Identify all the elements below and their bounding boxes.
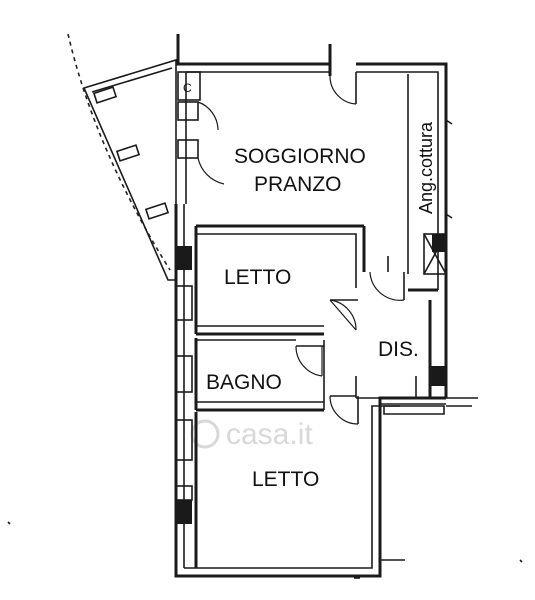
bedroom-top-label: LETTO [224, 266, 291, 289]
living-room-label-2: PRANZO [254, 173, 342, 196]
bedroom-bottom: LETTO [194, 412, 319, 568]
bedroom-bottom-door [329, 395, 359, 425]
watermark-text: casa.it [226, 418, 313, 451]
entrance-door [177, 101, 225, 185]
closet: C [177, 71, 201, 101]
bedroom-bottom-label: LETTO [252, 468, 319, 491]
windows-left [175, 246, 193, 524]
scan-marks [7, 521, 523, 579]
outer-walls [174, 34, 448, 578]
hallway-label: DIS. [378, 338, 419, 361]
upper-door [328, 44, 357, 105]
kitchen-appliance [423, 233, 447, 275]
hallway: DIS. [355, 300, 446, 399]
living-room-label-1: SOGGIORNO [234, 145, 366, 168]
bedroom-top-door [329, 299, 358, 331]
hallway-door [369, 256, 438, 301]
balcony-rail-right [383, 397, 478, 415]
bedroom-top: LETTO [194, 224, 366, 336]
living-room: SOGGIORNO PRANZO [234, 145, 366, 196]
closet-label: C [183, 81, 192, 95]
balcony [82, 58, 177, 281]
kitchen: Ang.cottura [407, 74, 453, 274]
kitchen-label: Ang.cottura [416, 121, 436, 214]
balcony-arc [67, 33, 171, 271]
bathroom-door [295, 345, 324, 377]
watermark: casa.it [190, 418, 313, 451]
bathroom: BAGNO [194, 338, 325, 412]
bathroom-label: BAGNO [206, 371, 282, 394]
